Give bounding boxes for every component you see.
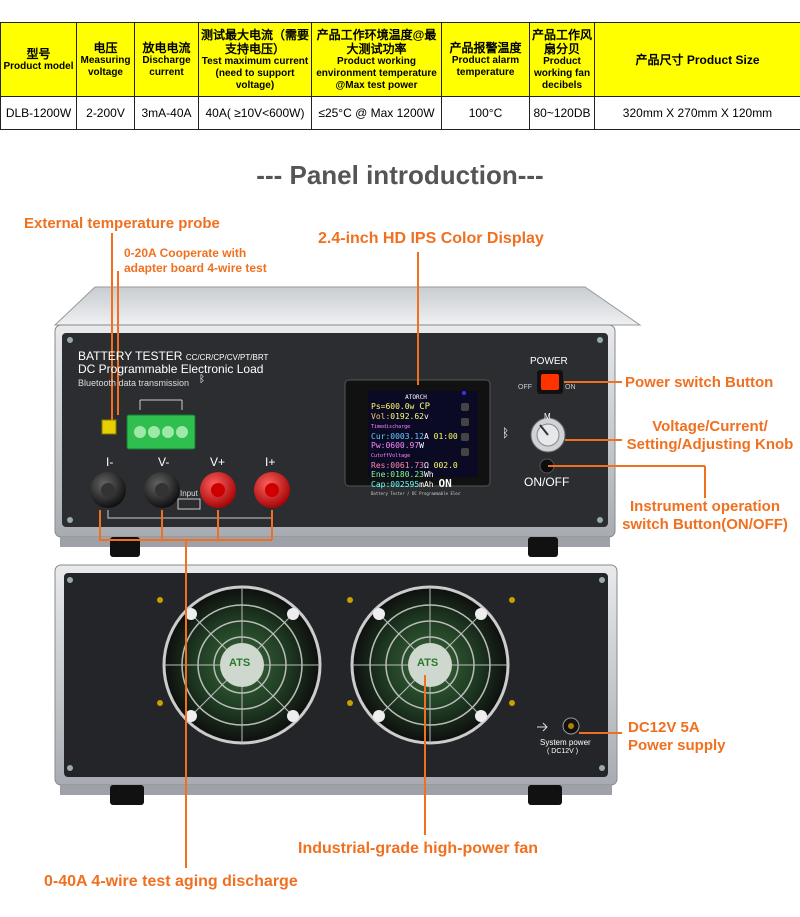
input-resistor-icon <box>177 498 201 510</box>
cell-max-current: 40A( ≥10V<600W) <box>198 96 312 130</box>
terminal-label-v-plus: V+ <box>210 455 226 469</box>
off-label: OFF <box>518 384 532 391</box>
cell-size: 320mm X 270mm X 120mm <box>594 96 800 130</box>
callout-knob: Voltage/Current/Setting/Adjusting Knob <box>626 418 794 453</box>
terminal-i-plus[interactable] <box>254 472 290 508</box>
screen-row-ene: Ene:0180.23Wh <box>371 470 434 479</box>
terminal-v-plus[interactable] <box>200 472 236 508</box>
screen-row-cap: Cap:002595mAh ON <box>371 477 452 490</box>
cell-env-temp: ≤25°C @ Max 1200W <box>311 96 442 130</box>
header-size: 产品尺寸 Product Size <box>594 22 800 97</box>
screen-row-power: Ps=600.0w CP <box>371 402 431 412</box>
screen-row-res: Res:0061.73Ω 002.0 <box>371 461 458 470</box>
fan-left <box>162 585 322 745</box>
fan-badge-right: ATS <box>417 657 439 669</box>
knob-label: M <box>544 412 551 421</box>
cell-current: 3mA-40A <box>134 96 199 130</box>
power-switch[interactable] <box>537 370 563 394</box>
cell-alarm-temp: 100°C <box>441 96 530 130</box>
cell-voltage: 2-200V <box>76 96 135 130</box>
callout-aging: 0-40A 4-wire test aging discharge <box>44 873 298 890</box>
terminal-label-v-minus: V- <box>158 455 170 469</box>
power-label: POWER <box>530 356 568 367</box>
system-power-sub: ( DC12V ) <box>547 748 579 755</box>
screen-footer: Battery Tester / DC Programmable Electro… <box>371 491 461 496</box>
screen-row-pw: Pw:0600.97W CutoffVoltage <box>371 441 424 459</box>
system-power-label: System power <box>540 738 591 747</box>
fan-right <box>350 585 510 745</box>
terminal-v-minus[interactable] <box>144 472 180 508</box>
callout-display: 2.4-inch HD IPS Color Display <box>318 230 544 247</box>
screen-brand: ATORCH <box>405 394 427 401</box>
screen: ATORCH Ps=600.0w CP Vol:0192.62v Timedis… <box>371 393 461 498</box>
on-label: ON <box>565 384 576 391</box>
adjust-knob[interactable] <box>530 417 566 453</box>
terminal-label-i-minus: I- <box>106 455 114 469</box>
onoff-label: ON/OFF <box>524 475 570 489</box>
lower-unit <box>54 564 618 805</box>
bluetooth-small-icon: ᛒ <box>199 374 205 385</box>
spec-row: DLB-1200W 2-200V 3mA-40A 40A( ≥10V<600W)… <box>0 96 800 130</box>
bluetooth-icon: ᛒ <box>502 426 509 440</box>
input-label: Input <box>180 489 198 498</box>
cell-model: DLB-1200W <box>0 96 77 130</box>
callout-power-switch: Power switch Button <box>625 374 774 391</box>
page-title: --- Panel introduction--- <box>256 160 544 190</box>
screen-row-cur: Cur:0003.12A 01:00 <box>371 432 458 441</box>
callout-lines <box>99 233 706 868</box>
panel-line1: BATTERY TESTER CC/CR/CP/CV/PT/BRT <box>78 349 269 363</box>
cell-fan-db: 80~120DB <box>529 96 595 130</box>
display-bezel <box>344 379 491 487</box>
temp-probe-port[interactable] <box>101 419 117 435</box>
fan-badge-left: ATS <box>229 657 251 669</box>
panel-line3: Bluetooth data transmission <box>78 378 190 388</box>
callout-temp-probe: External temperature probe <box>24 215 220 232</box>
power-arrow-icon <box>537 722 548 732</box>
screen-row-vol: Vol:0192.62v Timedischarge <box>371 412 429 430</box>
header-max-current: 测试最大电流（需要支持电压）Test maximum current (need… <box>198 22 312 97</box>
callout-fan: Industrial-grade high-power fan <box>298 840 539 857</box>
panel-line2: DC Programmable Electronic Load <box>78 362 264 376</box>
terminal-i-minus[interactable] <box>90 472 126 508</box>
adapter-terminal-block[interactable] <box>126 399 196 450</box>
terminal-label-i-plus: I+ <box>265 455 276 469</box>
